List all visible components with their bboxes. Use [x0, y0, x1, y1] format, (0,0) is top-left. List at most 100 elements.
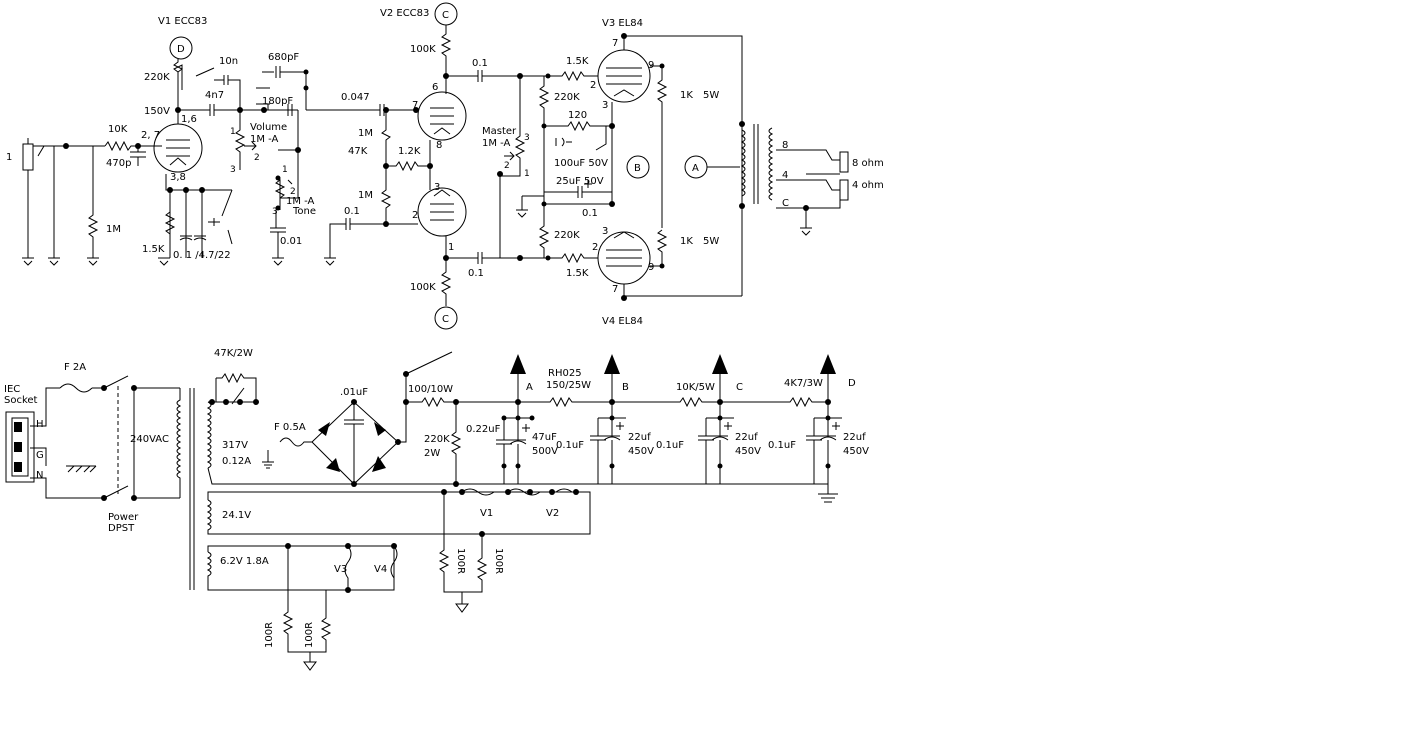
hv-v: 317V [222, 440, 248, 451]
c-100u: 100uF 50V [554, 158, 608, 169]
r-220k-psu: 220K [424, 434, 450, 445]
node-d-psu: D [848, 378, 856, 389]
v1-r-220k: 220K [144, 72, 170, 83]
r-100k-bot: 100K [410, 282, 436, 293]
heater-v1: V1 [480, 508, 493, 519]
tone-pin1: 1 [282, 165, 288, 175]
cap-set: 0. 1 /4.7/22 [173, 250, 231, 261]
r-grid-stop: 10K [108, 124, 128, 135]
node-a-psu: A [526, 382, 533, 393]
v3-label: V3 EL84 [602, 18, 643, 29]
fuse-main: F 2A [64, 362, 86, 373]
v3-tube-symbol [597, 49, 651, 103]
c-22b: 22uf [735, 432, 758, 443]
c-22a: 22uf [628, 432, 651, 443]
node-c-psu: C [736, 382, 743, 393]
c-01-pa: 0.1 [582, 208, 598, 219]
rh025: RH025 [548, 368, 582, 379]
r-100r-c: 100R [264, 622, 275, 648]
v1-node-d: D [177, 44, 185, 55]
heater-v4: V4 [374, 564, 387, 575]
heater-v3: V3 [334, 564, 347, 575]
heater-v2: V2 [546, 508, 559, 519]
v2-bottom-tube [417, 187, 467, 237]
mains-label: 240VAC [130, 434, 169, 445]
fuse-hv: F 0.5A [274, 422, 306, 433]
r-100r-b: 100R [493, 548, 504, 574]
iec-n: N [36, 470, 43, 481]
w5-bot: 5W [703, 236, 719, 247]
master-pin2: 2 [504, 161, 510, 171]
r-100r-d: 100R [304, 622, 315, 648]
c-25u: 25uF 50V [556, 176, 604, 187]
r-47k2w: 47K/2W [214, 348, 253, 359]
out-c: C [782, 198, 789, 209]
v2-node-c-bot: C [442, 314, 449, 325]
c-01c: 0.1uF [768, 440, 796, 451]
c-22a-v: 450V [628, 446, 654, 457]
tone-pin3: 3 [272, 207, 278, 217]
c-47u: 47uF [532, 432, 557, 443]
r-1k5-top: 1.5K [566, 56, 589, 67]
node-b-psu: B [622, 382, 629, 393]
v3-pin3: 3 [602, 100, 608, 111]
v1-pins-27: 2, 7 [141, 130, 160, 141]
power-supply: IEC Socket H G N F 2A Power DPST 240VAC [4, 348, 869, 671]
w5-top: 5W [703, 90, 719, 101]
hv-a: 0.12A [222, 456, 251, 467]
r-220k-top: 220K [554, 92, 580, 103]
v2-label: V2 ECC83 [380, 8, 429, 19]
master-value: 1M -A [482, 138, 511, 149]
input-jack [22, 143, 34, 171]
master-label: Master [482, 126, 517, 137]
v4-tube-symbol [597, 231, 651, 285]
c-01uf: .01uF [340, 387, 368, 398]
v4-pin7: 7 [612, 284, 618, 295]
iec-socket [5, 411, 35, 483]
r-100r-a: 100R [455, 548, 466, 574]
tone-pin2: 2 [290, 187, 296, 197]
vol-pin3: 3 [230, 165, 236, 175]
c-01-bot: 0.1 [468, 268, 484, 279]
out-8: 8 [782, 140, 788, 151]
v4-label: V4 EL84 [602, 316, 643, 327]
c-22c: 22uf [843, 432, 866, 443]
r-1k5-bot: 1.5K [566, 268, 589, 279]
v3-pin2: 2 [590, 80, 596, 91]
v2-pin8: 8 [436, 140, 442, 151]
iec-h: H [36, 419, 44, 430]
v4-pin9: 9 [648, 262, 654, 273]
tone-value: 1M -A [286, 196, 315, 207]
c-001: 0.01 [280, 236, 302, 247]
c-01a: 0.1uF [556, 440, 584, 451]
vol-pin1: 1 [230, 127, 236, 137]
r-1k-bot: 1K [680, 236, 693, 247]
node-b-pa: B [634, 163, 641, 174]
c-47u-v: 500V [532, 446, 558, 457]
ohm-4: 4 ohm [852, 180, 884, 191]
r-1k-top: 1K [680, 90, 693, 101]
r-100k-top: 100K [410, 44, 436, 55]
v3-pin7: 7 [612, 38, 618, 49]
c-01-in: 0.1 [344, 206, 360, 217]
out-4: 4 [782, 170, 788, 181]
r-1k5: 1.5K [142, 244, 165, 255]
master-pin1: 1 [524, 169, 530, 179]
v2-pin7: 7 [412, 100, 418, 111]
r-220k-bot: 220K [554, 230, 580, 241]
v1-pins-38: 3,8 [170, 172, 186, 183]
v2-node-c-top: C [442, 10, 449, 21]
r-1m-b: 1M [358, 128, 373, 139]
volume-value: 1M -A [250, 134, 279, 145]
r-1m-c: 1M [358, 190, 373, 201]
v2-pin2: 2 [412, 210, 418, 221]
c-4n7: 4n7 [205, 90, 224, 101]
r-1m: 1M [106, 224, 121, 235]
sec-63: 6.2V 1.8A [220, 556, 269, 567]
vol-pin2: 2 [254, 153, 260, 163]
v1-label: V1 ECC83 [158, 16, 207, 27]
switch-label: Power [108, 512, 139, 523]
c-22c-v: 450V [843, 446, 869, 457]
r-4k7: 4K7/3W [784, 378, 823, 389]
c-180p: 180pF [262, 96, 293, 107]
